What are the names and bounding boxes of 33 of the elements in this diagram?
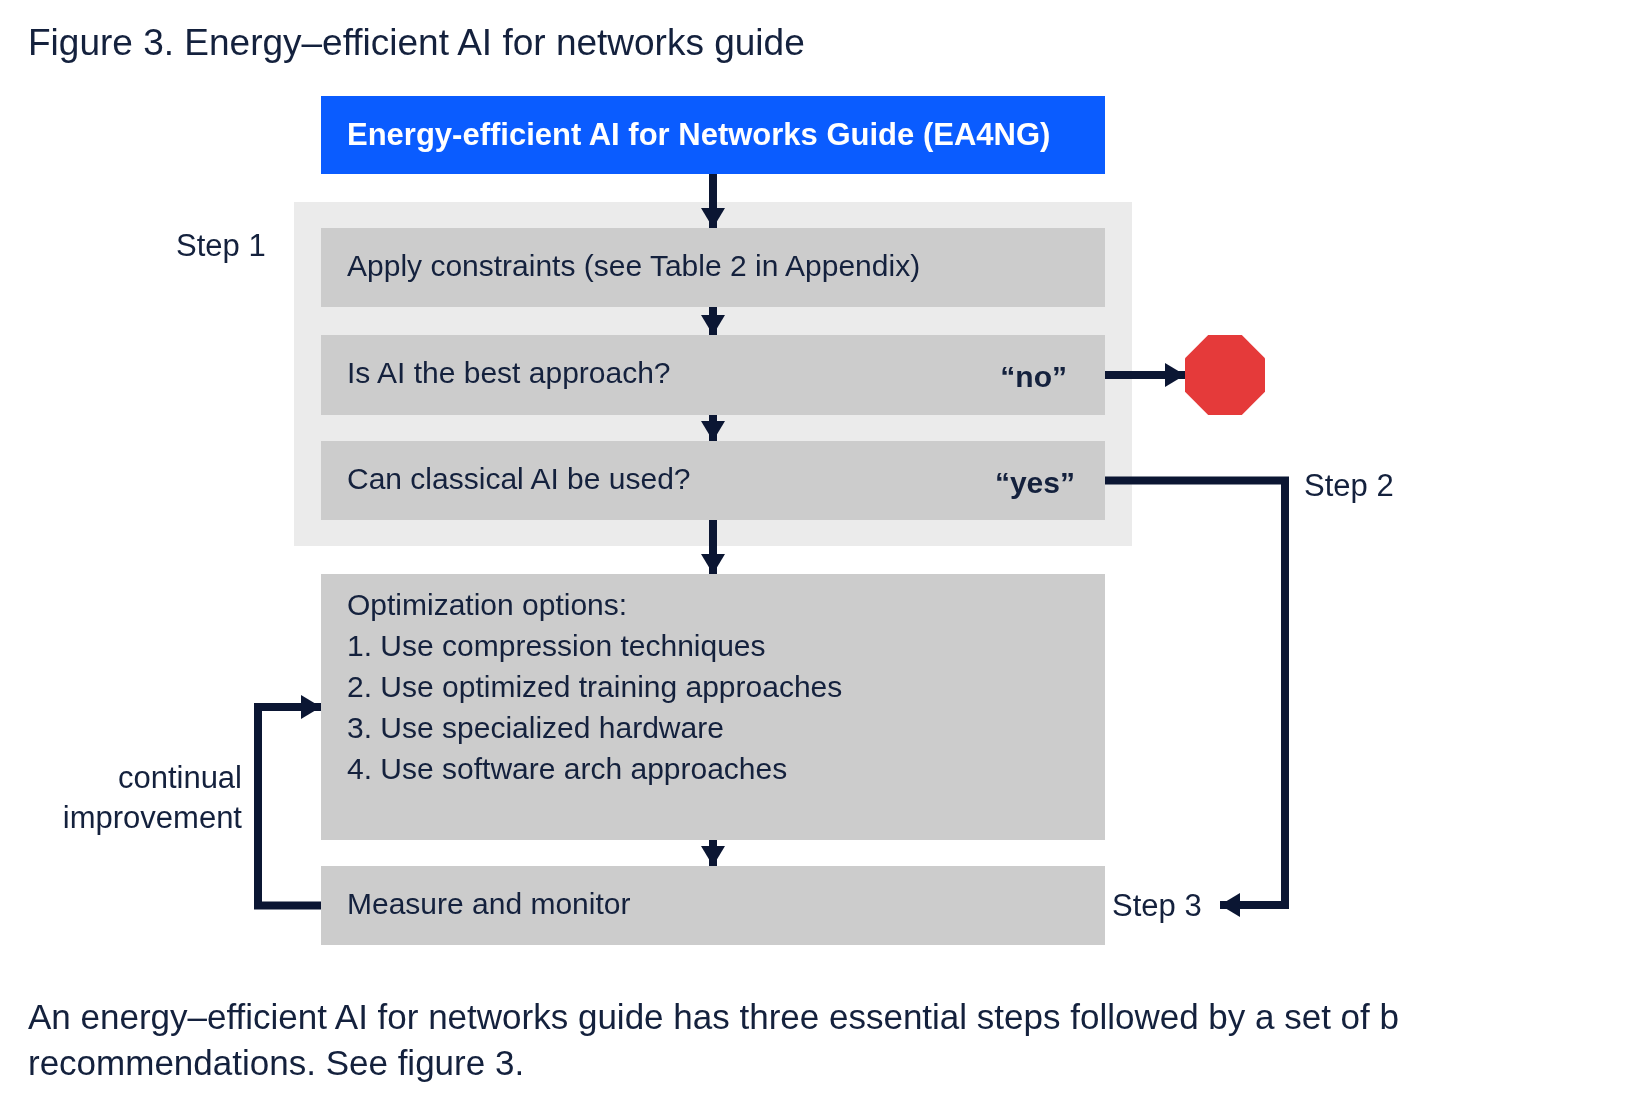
arrow <box>1105 363 1185 387</box>
edge-label: continual improvement <box>61 759 242 838</box>
arrow <box>701 520 725 574</box>
caption: An energy–efficient AI for networks guide has three essential steps followed by a set of b recommendations. See figure 3. <box>28 996 1400 1084</box>
step-group-panel <box>294 202 1132 546</box>
process-box <box>321 866 1105 945</box>
answer-label: “no” <box>1000 362 1067 392</box>
decision-box <box>321 335 1105 415</box>
arrow <box>701 307 725 335</box>
heading: Energy-efficient AI for Networks Guide (EA4NG) <box>347 119 1051 150</box>
step-label: Step 2 <box>1304 468 1394 504</box>
box-text: Apply constraints (see Table 2 in Appendix) <box>347 250 921 281</box>
box-text: Can classical AI be used? <box>347 463 691 494</box>
list-item: 3. Use specialized hardware <box>347 713 724 743</box>
arrow <box>254 695 321 910</box>
arrow <box>701 174 725 228</box>
arrow <box>1105 476 1289 917</box>
arrow <box>701 415 725 441</box>
arrow <box>701 840 725 866</box>
step-label: Step 1 <box>176 228 266 264</box>
decision-box <box>321 441 1105 520</box>
step-label: Step 3 <box>1112 890 1202 921</box>
box-text: Is AI the best approach? <box>347 358 671 388</box>
box-text: Measure and monitor <box>347 888 631 919</box>
list-item: 2. Use optimized training approaches <box>347 672 843 702</box>
answer-label: “yes” <box>994 467 1075 498</box>
process-box <box>321 228 1105 307</box>
list-item: 1. Use compression techniques <box>347 631 766 661</box>
options-box <box>321 574 1105 840</box>
title-box <box>321 96 1105 174</box>
figure-title: Figure 3. Energy–efficient AI for networks guide <box>28 22 805 64</box>
list-item: 4. Use software arch approaches <box>347 754 788 784</box>
list-heading: Optimization options: <box>347 590 628 620</box>
